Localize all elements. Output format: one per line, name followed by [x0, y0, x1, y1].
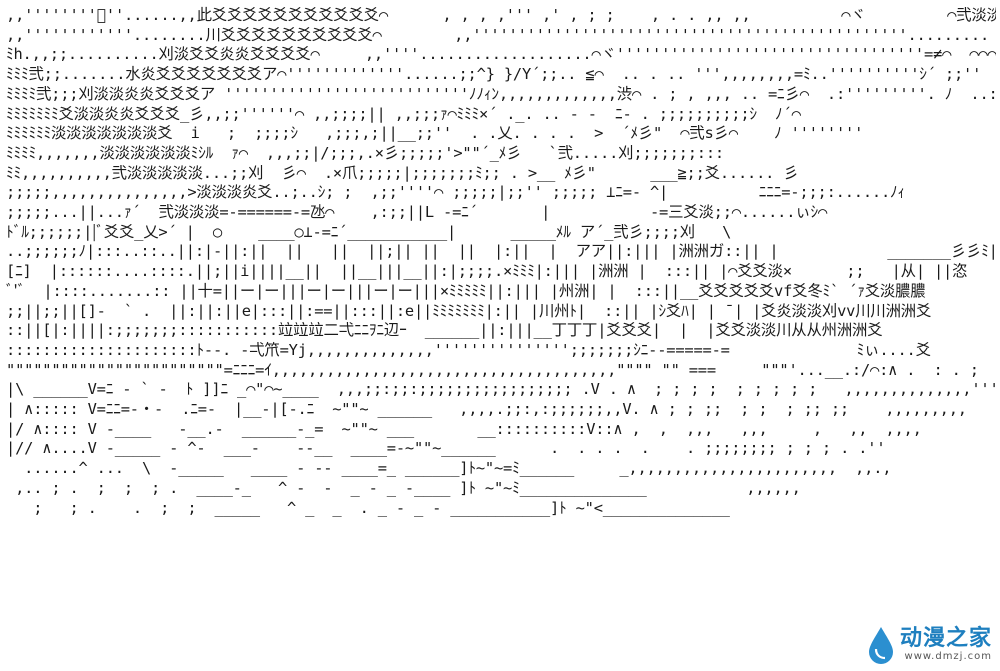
art-line: ﾐﾐﾐﾐﾐﾐ淡淡淡淡淡淡淡爻 i ; ;;;;ｼ ,;;;,;||__;;'' … [6, 124, 864, 143]
art-line: ,,''''''''ﾞ''......,,此爻爻爻爻爻爻爻爻爻爻爻⌒ , , ,… [6, 6, 996, 24]
art-line: | ∧::::: V=ﾆﾆ=-・- .ﾆ=- |__-|[-.ﾆ ~""~ __… [6, 400, 967, 419]
art-line: ﾐﾐ,,,,,,,,,,弐淡淡淡淡淡...;;刈 彡⌒ .×爪;;;;;|;;;… [6, 163, 799, 182]
art-line: ,,''''''''''''........川爻爻爻爻爻爻爻爻爻爻⌒ ,,'''… [6, 25, 990, 44]
art-line: ; ; . . ; ; _____ ^ _ _ . _ - _ - ______… [6, 498, 730, 517]
art-line: |// ∧....V -_____ - ^- ___- --__ ____=-~… [6, 439, 886, 458]
site-watermark: 动漫之家 www.dmzj.com [866, 625, 992, 665]
art-line: """"""""""""""""""""""""=ﾆﾆﾆ=ｲ,,,,,,,,,,… [6, 360, 979, 379]
art-line: ;;;;;...||...ｧ´ 弐淡淡淡=-======-=氹⌒ ,:;;||L… [6, 203, 828, 222]
ascii-art-scene: ,,''''''''ﾞ''......,,此爻爻爻爻爻爻爻爻爻爻爻⌒ , , ,… [6, 6, 996, 616]
art-line: [ﾆ] |::::::....::::.||;||i||||__|| ||__|… [6, 262, 968, 281]
droplet-logo-icon [868, 627, 893, 664]
watermark-url: www.dmzj.com [904, 651, 992, 662]
art-line: ﾞ'ﾞ |::::.......:: ||十=||ー|ー|||ー|ー|||ー|ー… [6, 281, 926, 300]
art-line: |/ ∧:::: V -____ -__.- ______-_= ~""~ __… [6, 419, 922, 438]
art-line: ﾐﾐﾐﾐ,,,,,,,淡淡淡淡淡淡ﾐｼﾙ ｧ⌒ ,,,;;|/;;;,.×彡;;… [6, 143, 724, 162]
watermark-brand: 动漫之家 [899, 626, 992, 651]
art-line: ::||[|:||||:;;;;;;;:::::::::::竝竝竝二弌ﾆﾆｦﾆ辺… [6, 321, 883, 340]
art-line: ﾐﾐﾐﾐﾐﾐﾐ爻淡淡炎炎爻爻爻_彡,,;;''''''⌒ ,,;;;;|| ,,… [6, 104, 801, 123]
art-line: ..;;;;;;ﾉ|:::..::..||:|-||:|| || || ||;|… [6, 242, 996, 261]
art-line: ﾐh.,,;;..........刈淡爻爻炎炎爻爻爻爻⌒ ,,''''.....… [6, 45, 996, 64]
art-line: ;;;;;,,,,,,,,,,,,,,,>淡淡淡炎爻..;..ｼ; ; ,;;'… [6, 183, 906, 202]
art-line: ﾄﾞﾙ;;;;;;||ﾞ爻爻_乂>´ | ○ ____○⊥-=ﾆ´_______… [6, 222, 732, 241]
art-line: ,.. ; . ; ; ; . ____-_ ^ - - _ - _ -____… [6, 478, 801, 497]
art-line: ﾐﾐﾐﾐ弐;;;刈淡淡炎炎爻爻爻ア ''''''''''''''''''''''… [6, 84, 996, 103]
art-line: ;;||;;||[]- ` . ||:||:||e|:::||:==||:::|… [6, 301, 932, 320]
art-line: :::::::::::::::::::::ﾄ--. -弌笊=Yj,,,,,,,,… [6, 340, 931, 359]
art-line: |\ ______V=ﾆ - ` - ﾄ ]]ﾆ _⌒"⌒~____ ,,,;;… [6, 380, 996, 399]
art-line: ﾐﾐﾐ弐;;.......水炎爻爻爻爻爻爻爻ア⌒'''''''''''''...… [6, 65, 982, 84]
art-line: ......^ ... \ -_____ ____ - -- ____=_ __… [6, 459, 892, 478]
